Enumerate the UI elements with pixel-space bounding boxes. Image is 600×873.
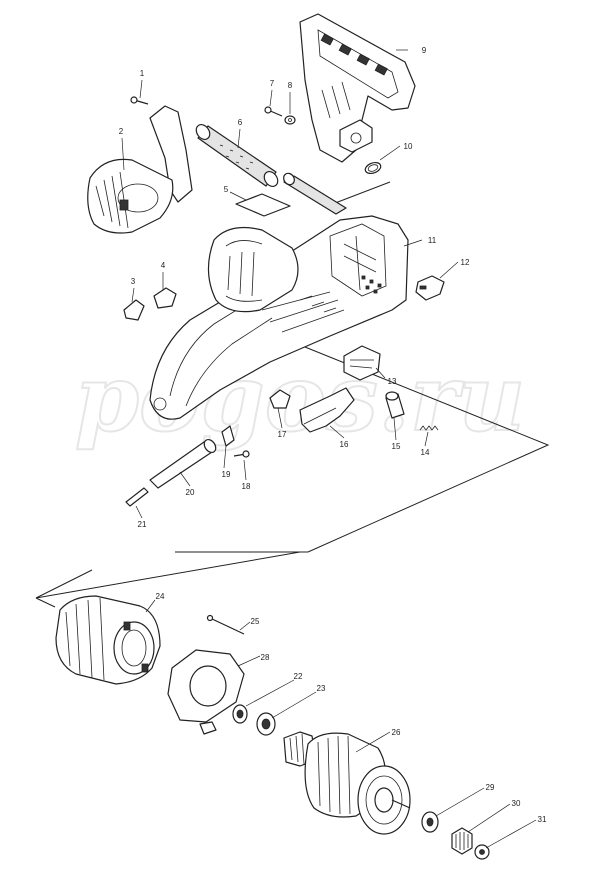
cord-part — [125, 487, 149, 507]
leader-lines — [121, 49, 537, 849]
front-guard-part — [87, 105, 193, 234]
callout-30: 30 — [512, 799, 521, 808]
callout-21: 21 — [138, 520, 147, 529]
callout-15: 15 — [392, 442, 401, 451]
rear-handle-part — [299, 13, 416, 163]
snap-ring-part — [364, 161, 382, 175]
spring-part — [419, 425, 439, 431]
pinion-part — [451, 827, 473, 855]
pin-15-part — [385, 391, 405, 419]
nut-part — [474, 844, 490, 860]
armature-part — [283, 731, 411, 835]
switch-box-part — [343, 345, 381, 381]
callout-20: 20 — [186, 488, 195, 497]
callout-14: 14 — [421, 448, 430, 457]
watermark: pogos.ru — [75, 344, 526, 452]
cord-guard-20-part — [149, 438, 217, 489]
callout-1: 1 — [140, 69, 145, 78]
bearing-29-part — [421, 811, 439, 833]
callout-16: 16 — [340, 440, 349, 449]
callout-18: 18 — [242, 482, 251, 491]
washer-8-part — [284, 115, 296, 125]
screw-7-part — [264, 106, 283, 117]
callout-24: 24 — [156, 592, 165, 601]
callout-10: 10 — [404, 142, 413, 151]
baffle-part — [167, 649, 245, 735]
callout-25: 25 — [251, 617, 260, 626]
callout-12: 12 — [461, 258, 470, 267]
callout-31: 31 — [538, 815, 547, 824]
callout-29: 29 — [486, 783, 495, 792]
rubber-ring-part — [256, 712, 276, 736]
field-stator-part — [55, 595, 161, 685]
callout-3: 3 — [131, 277, 136, 286]
bolt-part — [206, 614, 245, 635]
upper-assembly-outline — [35, 181, 550, 608]
housing-part — [149, 215, 409, 420]
callout-23: 23 — [317, 684, 326, 693]
callout-5: 5 — [224, 185, 229, 194]
callout-22: 22 — [294, 672, 303, 681]
callout-6: 6 — [238, 118, 243, 127]
callout-2: 2 — [119, 127, 124, 136]
clip-3-part — [123, 299, 145, 321]
label-plate-part — [235, 193, 291, 217]
callout-4: 4 — [161, 261, 166, 270]
cord-guard-19-part — [221, 425, 235, 447]
callout-11: 11 — [428, 236, 437, 245]
switch-part — [415, 275, 445, 301]
tube-grip-part — [195, 123, 279, 188]
callout-labels: 1 2 3 4 5 6 7 8 9 10 11 12 13 14 15 16 1… — [119, 46, 547, 824]
bearing-22-part — [232, 704, 248, 724]
callout-9: 9 — [422, 46, 427, 55]
trigger-part — [299, 387, 355, 433]
screw-1-part — [130, 96, 149, 105]
callout-13: 13 — [388, 377, 397, 386]
lock-button-part — [269, 389, 291, 409]
block-4-part — [153, 287, 177, 309]
callout-19: 19 — [222, 470, 231, 479]
handle-bar-part — [283, 172, 347, 215]
callout-28: 28 — [261, 653, 270, 662]
callout-8: 8 — [288, 81, 293, 90]
screw-18-part — [233, 450, 250, 458]
callout-17: 17 — [278, 430, 287, 439]
callout-7: 7 — [270, 79, 275, 88]
callout-26: 26 — [392, 728, 401, 737]
